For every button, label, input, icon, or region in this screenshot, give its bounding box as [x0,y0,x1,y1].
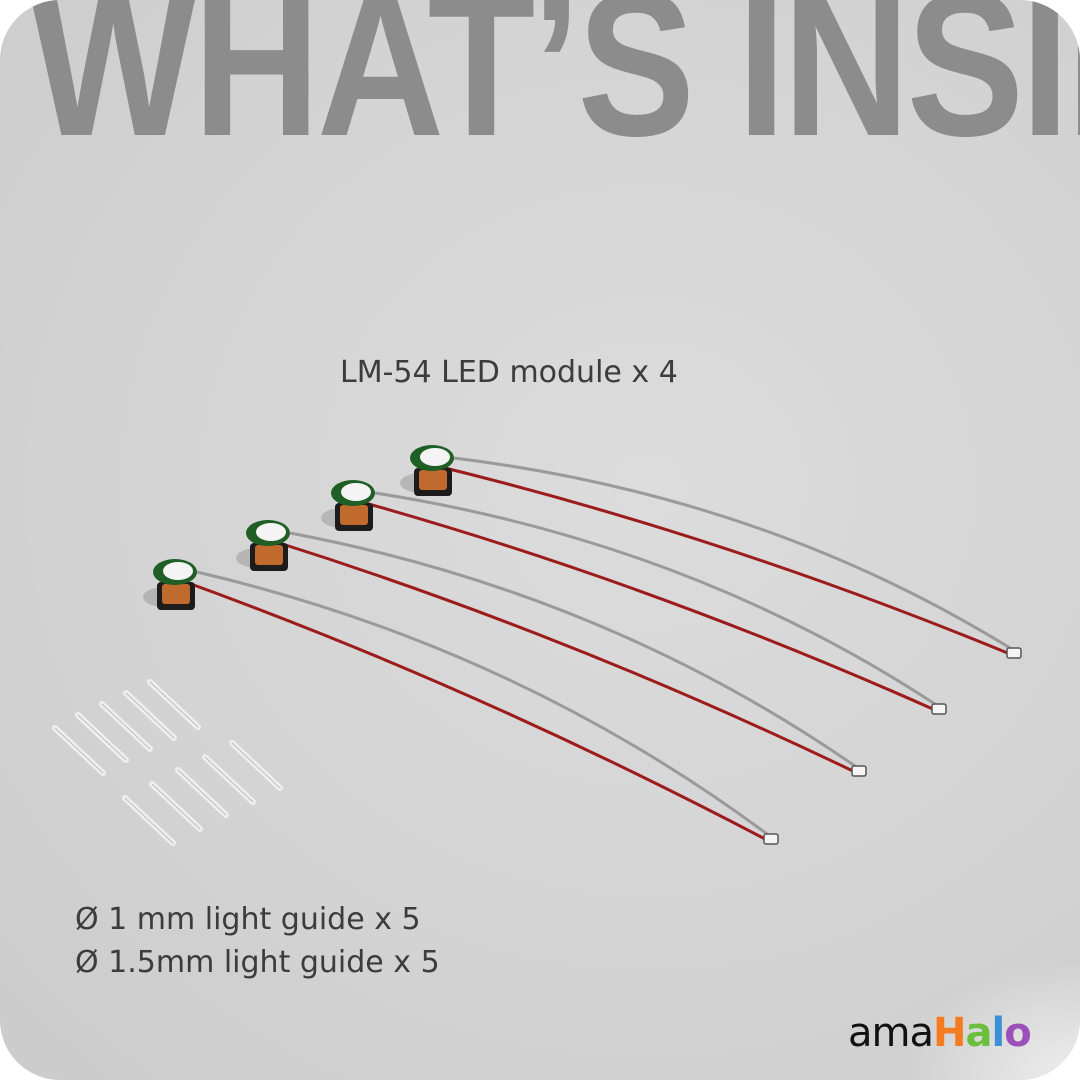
wire-connector [931,703,947,715]
wire-connector [851,765,867,777]
grey-wire [196,570,768,836]
light-guide-edge [149,681,199,728]
light-guide-1-5mm-label: Ø 1.5mm light guide x 5 [75,945,440,980]
grey-wire [289,531,856,768]
light-guide-edge [204,756,254,803]
light-guide-1mm-label: Ø 1 mm light guide x 5 [75,902,421,937]
red-wire [179,578,768,842]
led-lens [163,562,193,580]
red-wire [436,464,1011,656]
wire-connector [1006,647,1022,659]
light-guide-labels: Ø 1 mm light guide x 5 Ø 1.5mm light gui… [75,898,440,984]
light-guide-edge [124,797,174,844]
led-lens [256,523,286,541]
red-wire [272,539,856,774]
led-lens [420,448,450,466]
copper-coil [419,470,447,490]
light-guide-edge [177,769,227,816]
copper-coil [340,505,368,525]
light-guide-edge [101,703,151,750]
led-lens [341,483,371,501]
wire-connector [763,833,779,845]
led-module-label: LM-54 LED module x 4 [340,355,678,390]
light-guide-edge [77,714,127,761]
red-wire [357,499,936,712]
copper-coil [255,545,283,565]
light-guide-edge [151,783,201,830]
corner-highlight [900,960,1080,1080]
grey-wire [453,456,1011,650]
brand-logo: amaHalo [848,1010,1032,1056]
light-guide-edge [54,727,104,774]
light-guide-edge [231,742,281,789]
grey-wire [374,491,936,706]
light-guide-edge [125,692,175,739]
headline: WHAT’S INSIDE [30,0,1080,179]
copper-coil [162,584,190,604]
